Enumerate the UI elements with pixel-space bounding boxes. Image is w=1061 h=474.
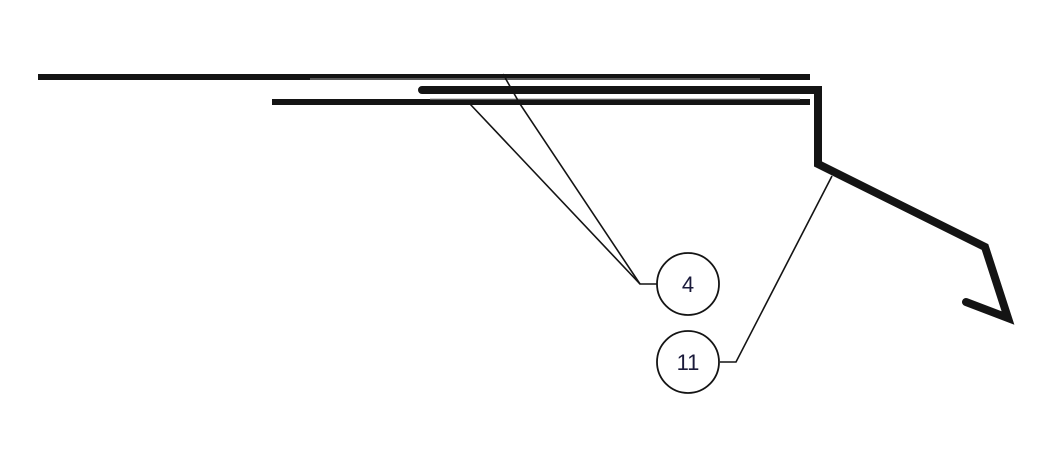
callout-4: 4	[656, 252, 720, 316]
callout-4-label: 4	[682, 272, 694, 297]
callout-4-circle	[656, 252, 720, 316]
callout-11-label: 11	[677, 350, 700, 375]
leader-line-4b	[502, 73, 641, 285]
leader-line-4a	[469, 103, 658, 285]
callout-11-circle	[656, 330, 720, 394]
flashing-profile	[418, 86, 1015, 325]
leader-line-11	[720, 175, 833, 363]
callout-11: 11	[656, 330, 720, 394]
